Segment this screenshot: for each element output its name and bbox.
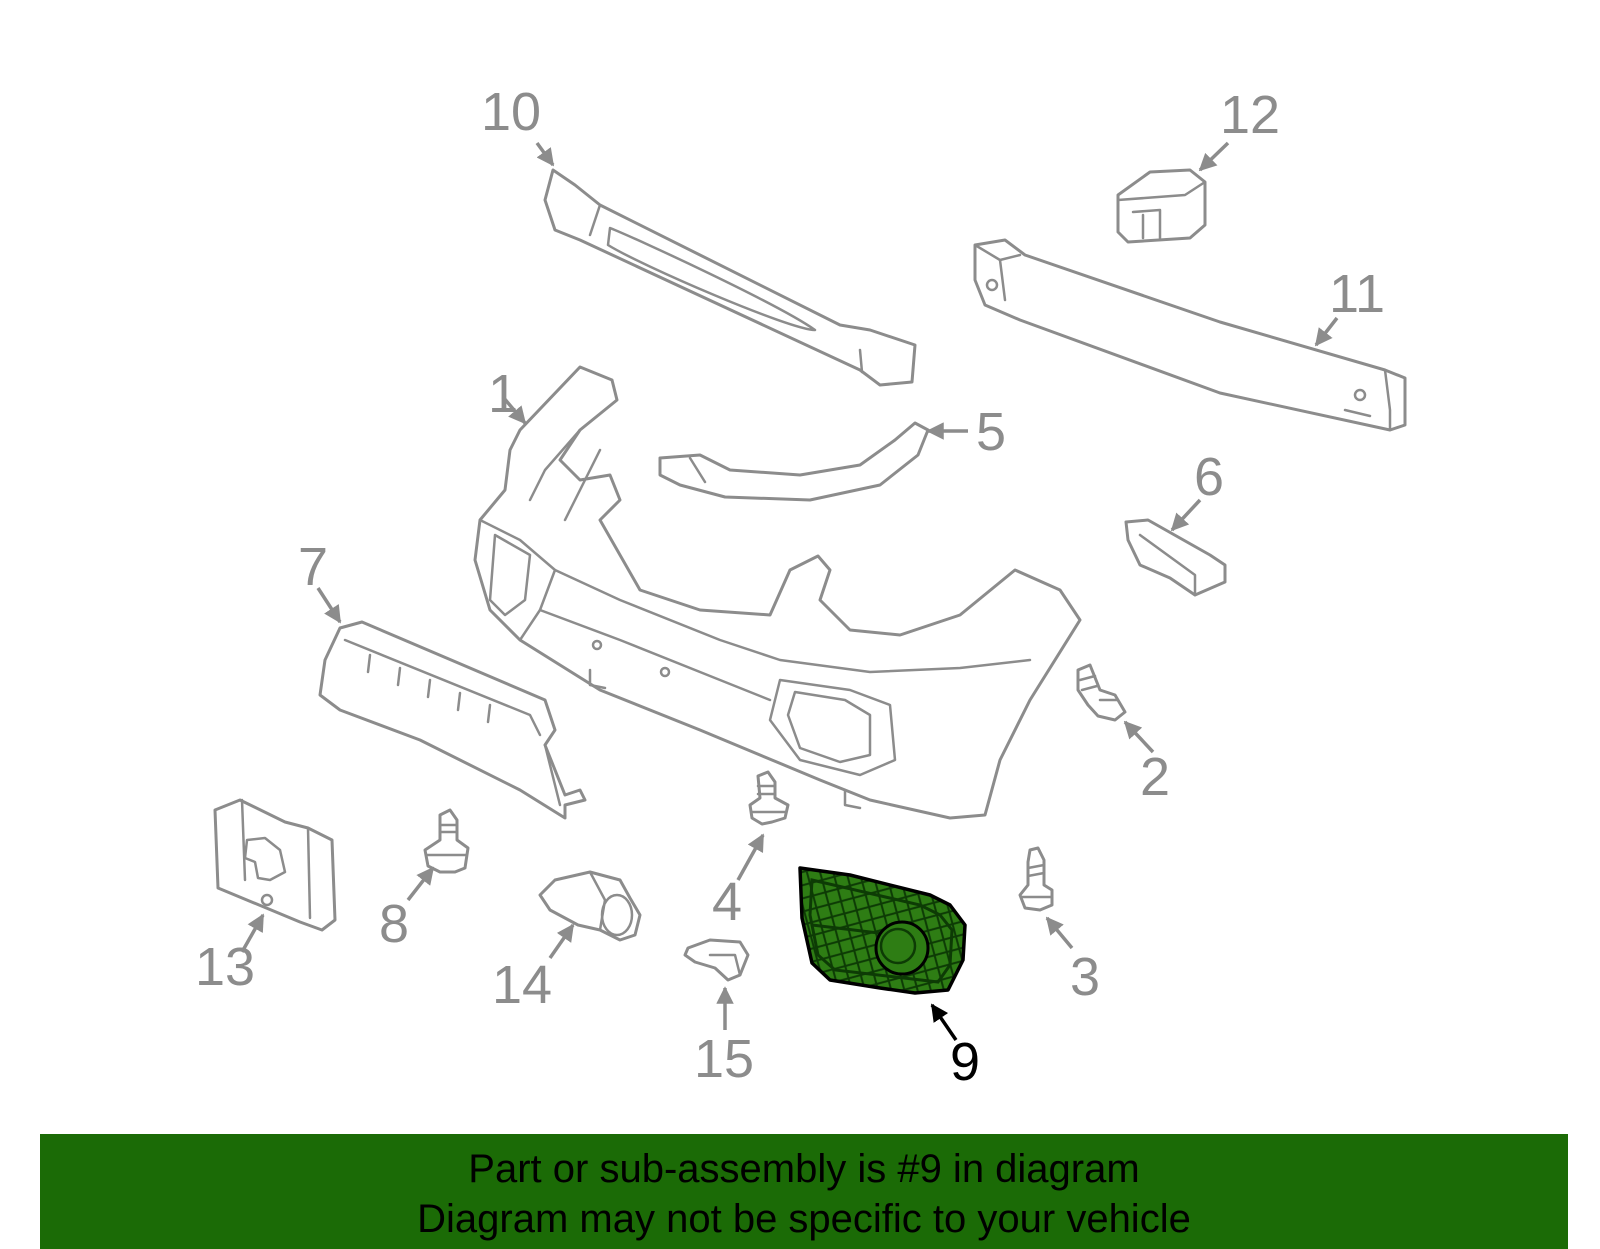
callout-5: 5 [976,402,1006,462]
leader-14 [548,923,575,960]
callout-11: 11 [1329,264,1385,324]
callout-10: 10 [481,82,541,142]
leader-4 [736,833,765,881]
leader-13 [240,913,265,953]
leader-10 [535,141,555,167]
leader-11 [1314,316,1339,347]
callout-15: 15 [694,1029,754,1089]
part-4-clip [748,770,790,826]
part-9-fog-grille-highlighted [798,866,967,995]
part-5-bracket [658,421,930,502]
part-1-bumper-cover [473,365,1082,820]
part-8-clip [423,808,470,874]
callout-13: 13 [195,937,255,997]
leader-9 [930,1003,958,1041]
banner-line-part-info: Part or sub-assembly is #9 in diagram [468,1147,1140,1191]
part-11-reinforcement-beam [973,238,1407,432]
callout-12: 12 [1220,85,1280,145]
callout-7: 7 [298,537,328,597]
part-7-lower-spoiler [318,620,587,820]
leader-3 [1045,916,1074,950]
leader-12 [1198,141,1230,172]
part-3-screw [1018,846,1054,912]
parts-diagram: 1 2 3 4 5 6 7 8 9 10 11 12 13 14 15 [195,82,1407,1092]
callout-1: 1 [488,364,518,424]
leader-7 [316,587,342,624]
part-13-license-bracket [213,798,337,932]
info-banner: Part or sub-assembly is #9 in diagram Di… [40,1134,1568,1249]
leader-1 [501,395,527,425]
leader-8 [406,866,435,902]
callout-3: 3 [1070,947,1100,1007]
callout-9: 9 [950,1032,980,1092]
part-15-cap [683,938,750,982]
leader-6 [1170,498,1202,532]
part-10-absorber [543,168,917,387]
callout-4: 4 [712,872,742,932]
part-12-bracket [1116,168,1207,244]
part-2-clip [1076,663,1127,722]
leader-2 [1123,720,1155,754]
part-6-bracket [1124,518,1227,597]
callout-8: 8 [379,894,409,954]
banner-line-disclaimer: Diagram may not be specific to your vehi… [417,1197,1191,1241]
callout-14: 14 [492,955,552,1015]
callout-2: 2 [1140,747,1170,807]
callout-6: 6 [1194,447,1224,507]
part-14-sensor [538,870,642,942]
